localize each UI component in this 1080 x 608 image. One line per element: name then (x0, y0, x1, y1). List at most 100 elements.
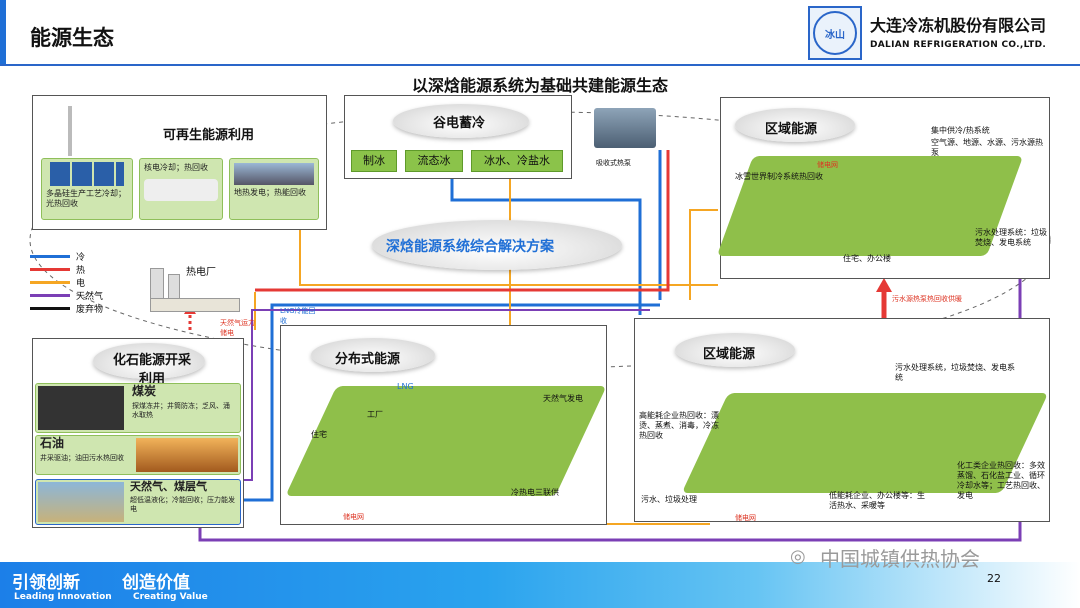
district-energy-top-panel: 区域能源 集中供冷/热系统 空气源、地源、水源、污水源热泵 冰雪世界制冷系统热回… (716, 97, 1050, 279)
district-top-line5: 住宅、办公楼 (843, 254, 891, 263)
solar-panel-icon (50, 162, 124, 186)
district-bottom-line3: 化工类企业热回收：多效蒸馏、石化盐工业、循环冷却水等；工艺热回收、发电 (957, 461, 1045, 500)
district-top-line4: 污水处理系统：垃圾焚烧、发电系统 (975, 228, 1047, 247)
watermark-text: 中国城镇供热协会 (820, 547, 980, 571)
coal-sub: 探煤冻井；井筒防冻；乏风、涌水取热 (132, 402, 230, 419)
district-energy-bottom-panel: 区域能源 污水处理系统，垃圾焚烧、发电系统 高能耗企业热回收：漂烫、蒸煮、消毒，… (634, 318, 1050, 522)
renewable-box-nuclear: 核电冷却；热回收 (139, 158, 223, 220)
valley-title: 谷电蓄冷 (433, 116, 486, 131)
center-solution-label: 深焓能源系统综合解决方案 (386, 239, 554, 255)
legend-item-cold: 冷 (30, 250, 103, 263)
oil-sub: 井采驱油；油田污水热回收 (40, 454, 124, 462)
distributed-grid-label: 储电网 (343, 513, 364, 521)
footer-band (0, 562, 1080, 608)
district-bottom-cloud (675, 333, 795, 367)
district-top-grid: 储电网 (817, 161, 838, 169)
renewable-box2-text: 核电冷却；热回收 (144, 163, 208, 172)
footer-slogan-1: 引领创新 (12, 573, 80, 593)
distributed-lng-label: LNG (397, 382, 414, 391)
company-name-en: DALIAN REFRIGERATION CO.,LTD. (870, 40, 1047, 50)
legend-label-heat: 热 (76, 266, 86, 276)
diagram-title: 以深焓能源系统为基础共建能源生态 (411, 76, 668, 95)
district-bottom-line5: 污水、垃圾处理 (641, 495, 697, 504)
header-divider (0, 64, 1080, 66)
distributed-cloud (311, 338, 435, 372)
logo-text: 冰山 (813, 11, 857, 55)
renewable-box1-text: 多晶硅生产工艺冷却；光热回收 (46, 189, 126, 208)
legend-swatch-power (30, 281, 70, 284)
absorption-chiller-icon (594, 108, 656, 148)
coal-label: 煤炭 (132, 384, 157, 398)
renewable-title: 可再生能源利用 (163, 128, 255, 143)
distributed-factory-label: 工厂 (367, 410, 383, 419)
legend-item-power: 电 (30, 276, 103, 289)
header-accent-bar (0, 0, 6, 66)
thermal-plant-label: 热电厂 (186, 267, 216, 278)
footer-en-2: Creating Value (133, 592, 208, 602)
district-bottom-line4: 低能耗企业、办公楼等：生活热水、采暖等 (829, 491, 925, 510)
legend-label-gas: 天然气 (76, 292, 104, 302)
thermal-gas-label: 天然气运力储电 (220, 319, 255, 337)
nuclear-plant-icon (144, 179, 218, 201)
btn-ice: 制冰 (351, 150, 397, 172)
valley-storage-panel: 谷电蓄冷 制冰 流态冰 冰水、冷盐水 (344, 95, 572, 179)
gas-label: 天然气、煤层气 (130, 480, 207, 493)
legend-item-heat: 热 (30, 263, 103, 276)
company-name-cn: 大连冷冻机股份有限公司 (870, 16, 1047, 35)
legend-label-waste: 废弃物 (76, 305, 104, 315)
coal-image-icon (38, 386, 124, 430)
district-top-cloud (735, 108, 855, 142)
distributed-house-label: 住宅 (311, 430, 327, 439)
renewable-box-solar: 多晶硅生产工艺冷却；光热回收 (41, 158, 133, 220)
power-plant-building-icon (150, 298, 240, 312)
legend: 冷 热 电 天然气 废弃物 (30, 250, 103, 315)
fossil-title: 化石能源开采利用 (112, 353, 191, 387)
wechat-icon: ◎ (790, 546, 806, 567)
legend-swatch-heat (30, 268, 70, 271)
distributed-gaspower-label: 天然气发电 (543, 394, 583, 403)
chiller-label: 吸收式热泵 (596, 159, 631, 167)
district-top-line1: 集中供冷/热系统 (931, 126, 990, 135)
legend-item-waste: 废弃物 (30, 302, 103, 315)
district-top-line3: 冰雪世界制冷系统热回收 (735, 172, 823, 181)
company-logo: 冰山 (808, 6, 862, 60)
fossil-oil-box: 石油 井采驱油；油田污水热回收 (35, 435, 241, 475)
btn-chilled-water: 冰水、冷盐水 (471, 150, 563, 172)
district-bottom-title: 区域能源 (703, 347, 756, 362)
valley-cloud (393, 104, 529, 138)
district-bottom-line2: 高能耗企业热回收：漂烫、蒸煮、消毒，冷冻热回收 (639, 411, 719, 440)
lng-recovery-label: LNG冷能回收 (280, 307, 316, 325)
district-top-line2: 空气源、地源、水源、污水源热泵 (931, 138, 1043, 157)
center-solution-cloud (372, 220, 622, 270)
geothermal-image-icon (234, 163, 314, 185)
renewable-box-geothermal: 地热发电；热能回收 (229, 158, 319, 220)
page-title: 能源生态 (30, 26, 114, 50)
district-bottom-grid: 储电网 (735, 514, 756, 522)
legend-swatch-waste (30, 307, 70, 310)
wind-turbine-icon (68, 106, 72, 156)
renewable-box3-text: 地热发电；热能回收 (234, 188, 306, 197)
btn-slurry-ice: 流态冰 (405, 150, 463, 172)
distributed-energy-panel: 分布式能源 LNG 工厂 住宅 天然气发电 冷热电三联供 储电网 (280, 325, 607, 525)
fossil-energy-panel: 化石能源开采利用 煤炭 探煤冻井；井筒防冻；乏风、涌水取热 石油 井采驱油；油田… (32, 338, 244, 528)
oil-pump-image-icon (136, 438, 238, 472)
gas-image-icon (38, 482, 124, 522)
fossil-cloud (93, 343, 205, 379)
distributed-tri-label: 冷热电三联供 (511, 488, 559, 497)
fossil-gas-box: 天然气、煤层气 超低温液化；冷能回收；压力能发电 (35, 479, 241, 525)
footer-en-1: Leading Innovation (14, 592, 112, 602)
legend-label-power: 电 (76, 279, 86, 289)
gas-sub: 超低温液化；冷能回收；压力能发电 (130, 496, 235, 513)
fossil-coal-box: 煤炭 探煤冻井；井筒防冻；乏风、涌水取热 (35, 383, 241, 433)
district-bottom-line1: 污水处理系统，垃圾焚烧、发电系统 (895, 363, 1015, 382)
footer-slogan-2: 创造价值 (122, 573, 190, 593)
legend-swatch-gas (30, 294, 70, 297)
sewage-heat-label: 污水源热泵热回收供暖 (892, 295, 962, 303)
legend-label-cold: 冷 (76, 253, 86, 263)
legend-swatch-cold (30, 255, 70, 258)
distributed-title: 分布式能源 (335, 352, 401, 367)
page-number: 22 (987, 572, 1001, 585)
legend-item-gas: 天然气 (30, 289, 103, 302)
district-top-title: 区域能源 (765, 122, 818, 137)
renewable-panel: 可再生能源利用 多晶硅生产工艺冷却；光热回收 核电冷却；热回收 地热发电；热能回… (32, 95, 327, 230)
